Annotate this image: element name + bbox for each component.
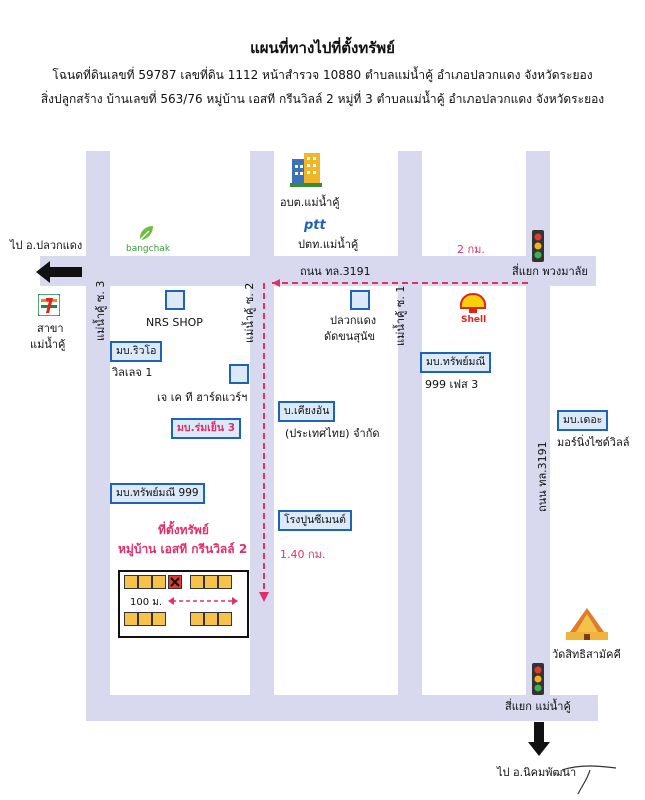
kiangan-label: (ประเทศไทย) จำกัด <box>285 427 380 440</box>
soi-2-road <box>250 151 274 721</box>
target-plot <box>168 575 182 589</box>
house-plot <box>190 612 204 626</box>
target-title: ที่ตั้งทรัพย์ <box>158 523 209 537</box>
pluakdaeng-label: ปลวกแดง <box>330 314 377 327</box>
route-path <box>259 279 528 602</box>
house-plot <box>218 575 232 589</box>
house-plot <box>124 612 138 626</box>
to-south-label: ไป อ.นิคมพัฒนา <box>497 766 577 779</box>
page-title: แผนที่ทางไปที่ตั้งทรัพย์ <box>250 39 395 57</box>
nrs-shop-label: NRS SHOP <box>146 316 203 329</box>
soi-3-road <box>86 151 110 721</box>
the-box: มบ.เดอะ <box>557 410 609 431</box>
traffic-light-bottom-icon <box>532 663 544 695</box>
bangchak-leaf-icon <box>139 226 153 241</box>
to-west-label: ไป อ.ปลวกแดง <box>10 239 83 252</box>
nrs-shop-marker <box>165 290 185 310</box>
riwo-box: มบ.ริวโอ <box>110 341 163 362</box>
deed-info: โฉนดที่ดินเลขที่ 59787 เลขที่ดิน 1112 หน… <box>52 68 593 82</box>
distance-140km: 1.40 กม. <box>280 548 326 561</box>
house-plot <box>138 575 152 589</box>
house-plot <box>204 575 218 589</box>
x-mark-icon <box>170 577 180 587</box>
west-arrow-icon <box>36 261 82 283</box>
house-plot <box>152 612 166 626</box>
right-road-label: ถนน ทล.3191 <box>536 441 549 512</box>
sapmanee-box: มบ.ทรัพย์มณี <box>420 352 492 373</box>
ptt-label: ปตท.แม่น้ำคู้ <box>298 238 359 251</box>
distance-100m: 100 ม. <box>130 597 163 608</box>
pluakdaeng-marker <box>350 290 370 310</box>
temple-label: วัดสิทธิสามัคคี <box>552 648 621 661</box>
shell-logo: Shell <box>461 315 487 325</box>
seven-eleven-icon <box>38 294 60 316</box>
soi-1-road <box>398 151 422 721</box>
junction-bottom-label: สี่แยก แม่น้ำคู้ <box>505 700 571 713</box>
main-road <box>40 256 596 286</box>
seven-branch-label-1: สาขา <box>37 322 64 335</box>
house-plot <box>124 575 138 589</box>
cement-box: โรงปูนซีเมนต์ <box>278 510 352 531</box>
kiangan-box: บ.เคียงอัน <box>278 401 336 422</box>
building-info: สิ่งปลูกสร้าง บ้านเลขที่ 563/76 หมู่บ้าน… <box>40 92 605 106</box>
bangchak-logo: bangchak <box>126 244 171 254</box>
target-village: หมู่บ้าน เอสที กรีนวิลล์ 2 <box>118 542 248 556</box>
house-plot <box>218 612 232 626</box>
riwo-label: วิลเลจ 1 <box>112 366 153 379</box>
temple-icon <box>566 608 608 640</box>
obt-label: อบต.แม่น้ำคู้ <box>280 196 340 209</box>
sapmanee999-box: มบ.ทรัพย์มณี 999 <box>110 483 205 504</box>
bottom-road <box>86 695 598 721</box>
house-plot <box>204 612 218 626</box>
signature-icon <box>561 765 617 795</box>
house-plot <box>152 575 166 589</box>
pluakdaeng-label-2: ดัดขนสุนัข <box>324 330 376 343</box>
house-plot <box>190 575 204 589</box>
main-road-label: ถนน ทล.3191 <box>300 265 371 278</box>
romyen-box: มบ.ร่มเย็น 3 <box>171 418 242 439</box>
sapmanee-label: 999 เฟส 3 <box>425 378 479 391</box>
distance-2km: 2 กม. <box>457 243 485 256</box>
jkt-hardware-marker <box>229 364 249 384</box>
soi-3-label: แม่น้ำคู้ ซ. 3 <box>94 280 107 341</box>
seven-branch-label-2: แม่น้ำคู้ <box>30 338 66 351</box>
traffic-light-icon <box>532 230 544 262</box>
junction-top-label: สี่แยก พวงมาลัย <box>512 265 588 278</box>
target-village-block <box>118 570 249 638</box>
building-icon <box>290 153 322 187</box>
house-plot <box>138 612 152 626</box>
ptt-logo: ptt <box>304 218 326 233</box>
morningside-label: มอร์นิ่งไซด์วิลล์ <box>557 436 630 449</box>
shell-logo-icon <box>459 292 487 313</box>
south-arrow-icon <box>528 722 550 756</box>
distance-arrow <box>168 597 238 605</box>
jkt-hardware-label: เจ เค ที ฮาร์ดแวร์ฯ <box>157 391 248 404</box>
